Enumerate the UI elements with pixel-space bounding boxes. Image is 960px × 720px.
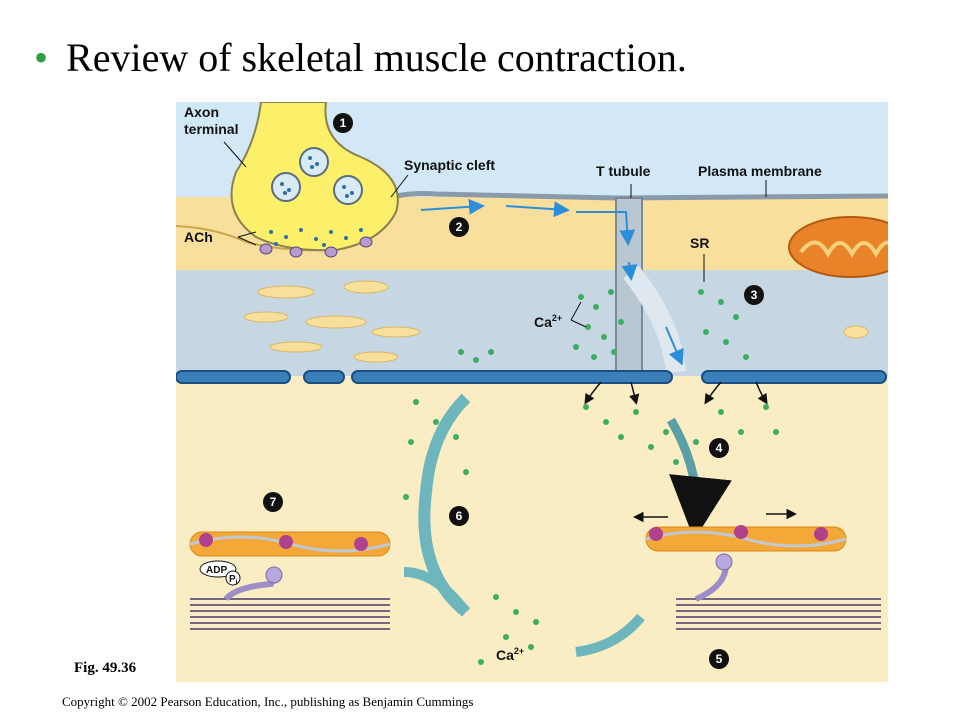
synaptic-vesicle: [299, 147, 329, 177]
synaptic-cleft-label: Synaptic cleft: [404, 157, 495, 173]
step-number: 5: [716, 652, 723, 666]
muscle-contraction-diagram: Axon terminal Synaptic cleft T tubule Pl…: [176, 102, 888, 682]
step-7-arrow: [403, 567, 470, 616]
pi-subscript: i: [236, 579, 238, 586]
step-4-arrow: [667, 417, 732, 540]
step-number: 2: [456, 220, 463, 234]
thick-filament-right: [676, 598, 881, 630]
step-marker-1: 1: [333, 113, 353, 133]
ach-receptors: [259, 236, 373, 258]
calcium-lower-charge: 2+: [514, 646, 524, 656]
step-number: 1: [340, 116, 347, 130]
step-number: 3: [751, 288, 758, 302]
figure-label: Fig. 49.36: [74, 660, 137, 676]
adp-label-shape: [199, 560, 237, 578]
calcium-release-arrows: [584, 381, 768, 405]
copyright-notice: Copyright © 2002 Pearson Education, Inc.…: [62, 694, 474, 709]
pi-label-shape: [225, 570, 241, 586]
calcium-lower-text: Ca: [496, 647, 514, 663]
ach-molecules: [269, 156, 363, 247]
step-marker-3: 3: [744, 285, 764, 305]
calcium-ions-sr: [458, 289, 749, 363]
myosin-head-knob: [715, 553, 733, 571]
step-marker-5: 5: [709, 649, 729, 669]
t-tubule-label: T tubule: [596, 163, 651, 179]
step-marker-2: 2: [449, 217, 469, 237]
step-marker-4: 4: [709, 438, 729, 458]
action-potential-arrows: [420, 198, 684, 366]
axon-terminal-label-2: terminal: [184, 121, 238, 137]
synaptic-vesicle: [333, 175, 363, 205]
adp-label: ADP: [206, 565, 227, 576]
plasma-membrane-label: Plasma membrane: [698, 163, 822, 179]
calcium-upper-charge: 2+: [552, 313, 562, 323]
sr-membrane: [176, 370, 887, 384]
myosin-head-left: [223, 570, 279, 602]
pi-text: P: [229, 574, 236, 585]
step-marker-7: 7: [263, 492, 283, 512]
title-bullet: •: [34, 35, 49, 80]
ach-label: ACh: [184, 229, 213, 245]
sr-cisternae: [243, 280, 869, 363]
sr-label: SR: [690, 235, 709, 251]
step-number: 6: [456, 509, 463, 523]
thin-filament-left: [189, 531, 391, 557]
mitochondrion: [788, 216, 888, 278]
myosin-head-knob: [265, 566, 283, 584]
step-number: 4: [716, 441, 723, 455]
slide-title: • Review of skeletal muscle contraction.: [34, 38, 687, 78]
calcium-lower-label: Ca2+: [496, 646, 524, 663]
step-number: 7: [270, 495, 277, 509]
step-marker-6: 6: [449, 506, 469, 526]
synaptic-vesicle: [271, 172, 301, 202]
pi-label: Pi: [229, 574, 238, 586]
step-5-arrow: [575, 613, 645, 657]
axon-terminal-label-1: Axon: [184, 104, 219, 120]
leader-lines: [223, 141, 767, 328]
thin-filament-right: [645, 525, 847, 552]
title-text: Review of skeletal muscle contraction.: [66, 35, 687, 80]
calcium-upper-text: Ca: [534, 314, 552, 330]
thick-filament-left: [190, 598, 390, 630]
calcium-upper-label: Ca2+: [534, 313, 562, 330]
